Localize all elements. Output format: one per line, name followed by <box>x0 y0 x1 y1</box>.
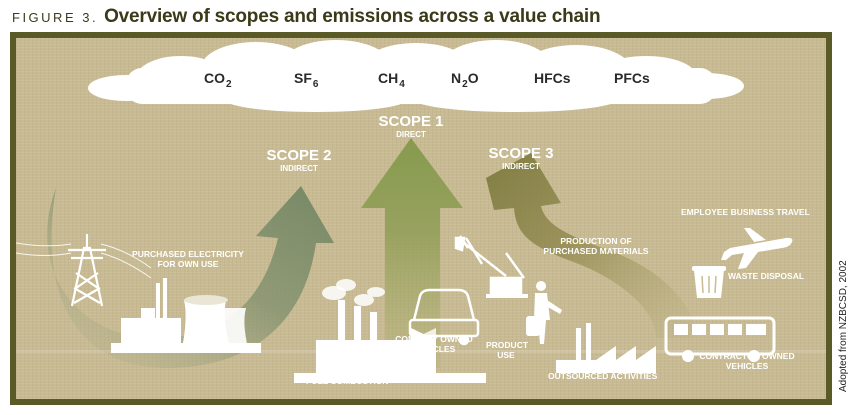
plane-icon <box>721 228 793 269</box>
gas-sf6: SF6 <box>294 70 319 90</box>
scope3-subtitle: INDIRECT <box>502 162 540 172</box>
waste-disposal-label: WASTE DISPOSAL <box>728 271 805 281</box>
scope2-subtitle: INDIRECT <box>280 164 318 174</box>
bus-icon <box>664 316 776 362</box>
scope1-title: SCOPE 1 <box>378 113 444 130</box>
diagram-canvas: CO2 SF6 CH4 N2O HFCs PFCs SCOPE 1 DIRECT… <box>16 38 826 399</box>
gas-pfcs: PFCs <box>614 70 650 86</box>
gas-co2: CO2 <box>204 70 232 90</box>
purchased-electricity-label: PURCHASED ELECTRICITY FOR OWN USE <box>132 249 244 269</box>
scope2-title: SCOPE 2 <box>266 147 332 164</box>
gas-ch4: CH4 <box>378 70 405 90</box>
figure-label: FIGURE 3. <box>12 10 99 25</box>
crane-icon <box>454 235 528 298</box>
scope3-title: SCOPE 3 <box>488 145 554 162</box>
diagram-artwork <box>16 40 826 383</box>
car-icon <box>408 288 480 346</box>
gas-hfcs: HFCs <box>534 70 571 86</box>
figure-title-text: Overview of scopes and emissions across … <box>104 6 601 27</box>
figure-title: FIGURE 3. Overview of scopes and emission… <box>12 4 601 30</box>
scope2-label: SCOPE 2 INDIRECT <box>264 147 334 173</box>
power-plant-icon <box>111 278 261 353</box>
cloud-icon <box>88 40 744 112</box>
factory-icon <box>294 279 486 383</box>
diagram-frame: CO2 SF6 CH4 N2O HFCs PFCs SCOPE 1 DIRECT… <box>10 32 832 405</box>
fuel-combustion-label: FUEL COMBUSTION <box>306 376 389 386</box>
power-lines <box>16 242 152 279</box>
pylon-icon <box>68 234 106 307</box>
scope1-arrow <box>361 138 463 368</box>
gas-n2o: N2O <box>451 70 479 90</box>
ground-line <box>16 350 826 353</box>
scope3-arrow <box>486 153 696 338</box>
employee-travel-label: EMPLOYEE BUSINESS TRAVEL <box>681 207 810 217</box>
trash-bin-icon <box>692 266 726 298</box>
scope2-arrow <box>47 186 334 368</box>
worker-icon <box>526 281 562 344</box>
product-use-label: PRODUCT USE <box>486 340 529 360</box>
outsourced-activities-label: OUTSOURCED ACTIVITIES <box>548 371 658 381</box>
scope3-label: SCOPE 3 INDIRECT <box>486 145 556 171</box>
outsourced-factory-icon <box>556 323 656 373</box>
scope1-label: SCOPE 1 DIRECT <box>376 113 446 139</box>
production-materials-label: PRODUCTION OF PURCHASED MATERIALS <box>543 236 649 256</box>
scope1-subtitle: DIRECT <box>396 130 426 140</box>
company-vehicles-label: COMPANY OWNED VEHICLES <box>395 334 473 354</box>
contractor-vehicles-label: CONTRACTOR OWNED VEHICLES <box>699 351 795 371</box>
source-credit: Adopted from NZBCSD, 2002 <box>838 260 849 392</box>
